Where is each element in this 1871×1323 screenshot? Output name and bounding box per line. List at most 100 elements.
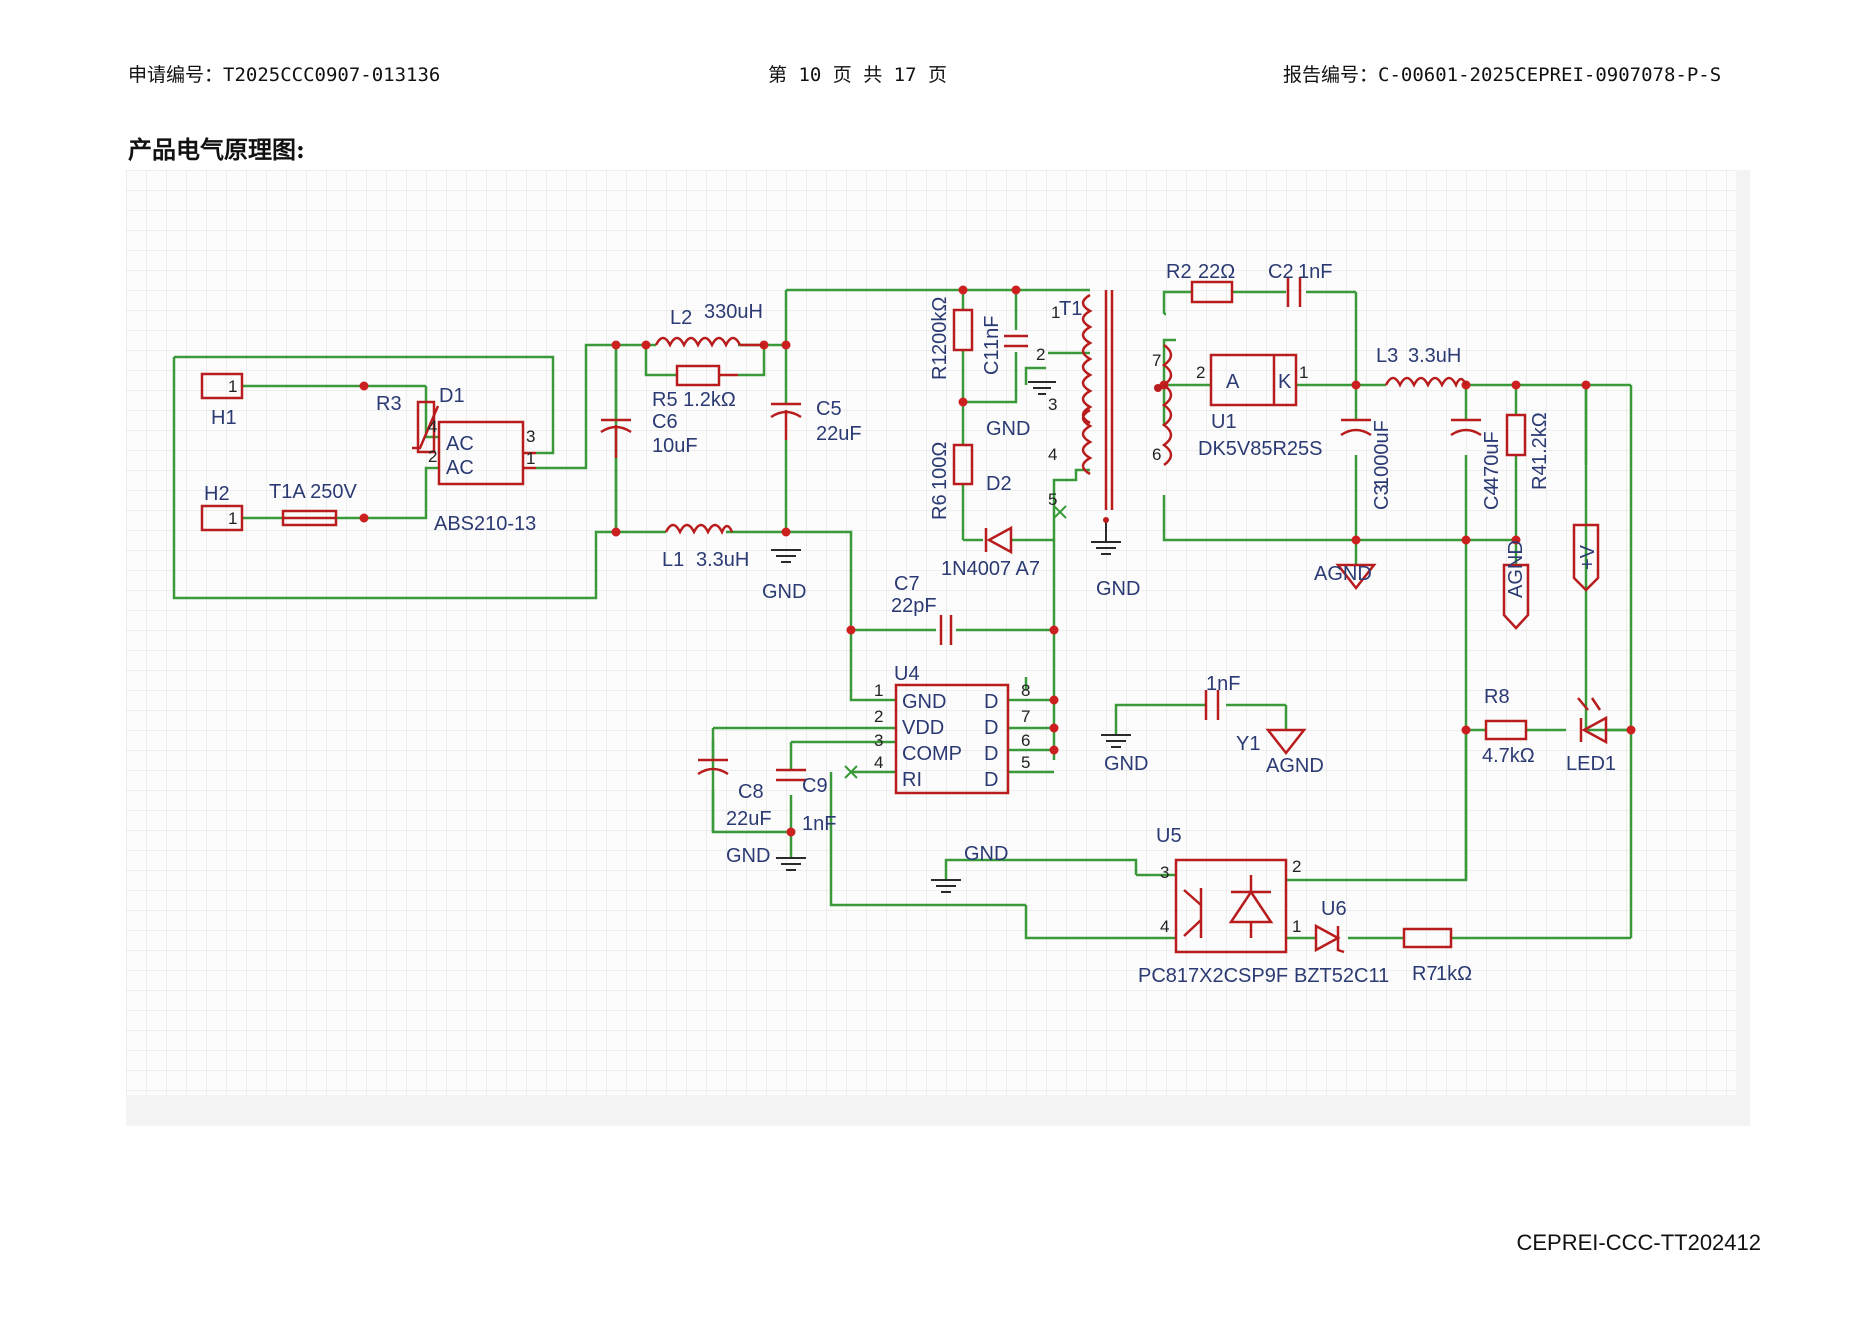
resistor-r6: [952, 443, 974, 486]
diode-d2: [984, 525, 1013, 555]
r8-label: R8: [1484, 686, 1510, 708]
pin-number: 3: [1048, 395, 1057, 414]
u5-part-label: PC817X2CSP9F: [1138, 965, 1288, 987]
r2-label: R2: [1166, 261, 1192, 283]
r3-label: R3: [376, 393, 402, 415]
r1-value: 200kΩ: [929, 297, 951, 355]
vplus-port-label: +V: [1577, 544, 1599, 570]
pin-number: 4: [1160, 917, 1169, 936]
l3-label: L3: [1376, 345, 1398, 367]
bridge-part-label: ABS210-13: [434, 513, 536, 535]
l1-label: L1: [662, 549, 684, 571]
pin-number: 2: [874, 707, 883, 726]
footer-code: CEPREI-CCC-TT202412: [1516, 1230, 1761, 1255]
r7-value: 1kΩ: [1436, 963, 1472, 985]
c3-value: 1000uF: [1371, 420, 1393, 488]
c1-label: C1: [981, 349, 1003, 375]
l1-value: 3.3uH: [696, 549, 749, 571]
l2-value: 330uH: [704, 301, 763, 323]
agnd-label-1: AGND: [1314, 563, 1372, 585]
d2-part-label: 1N4007 A7: [941, 558, 1040, 580]
varistor-r3: [412, 400, 440, 454]
r5-label: R5 1.2kΩ: [652, 389, 736, 411]
u1-k-label: K: [1278, 371, 1292, 393]
c6-value: 10uF: [652, 435, 698, 457]
c9-value: 1nF: [802, 813, 836, 835]
report-number: 报告编号：C-00601-2025CEPREI-0907078-P-S: [1283, 64, 1722, 86]
l2-label: L2: [670, 307, 692, 329]
u1-a-label: A: [1226, 371, 1240, 393]
capacitor-c4: [1450, 418, 1482, 437]
pin-number: 4: [874, 753, 883, 772]
u4-pin-d5: D: [984, 769, 998, 791]
c8-label: C8: [738, 781, 764, 803]
c4-value: 470uF: [1481, 431, 1503, 488]
ic-u4: [894, 683, 1010, 795]
agnd-port-label: AGND: [1505, 540, 1527, 598]
inductor-l1: [664, 523, 734, 535]
ground-symbols: [771, 381, 1131, 893]
d2-label: D2: [986, 473, 1012, 495]
gnd-label-3: GND: [1096, 578, 1140, 600]
c7-label: C7: [894, 573, 920, 595]
schematic-panel: H1 H2 R3 D1 T1A 250V ABS210-13 AC AC L2 …: [126, 170, 1750, 1126]
pin-number: 1: [228, 377, 237, 396]
pin-number: 1: [228, 509, 237, 528]
pin-number: 2: [428, 447, 437, 466]
gnd-label-1: GND: [762, 581, 806, 603]
u4-label: U4: [894, 663, 920, 685]
gnd-label-5: GND: [964, 843, 1008, 865]
l3-value: 3.3uH: [1408, 345, 1461, 367]
pin-number: 6: [1152, 445, 1161, 464]
capacitor-c8: [697, 758, 729, 776]
pin-number: 4: [1048, 445, 1057, 464]
u4-pin-ri: RI: [902, 769, 922, 791]
u1-label: U1: [1211, 411, 1237, 433]
t1-label: T1: [1059, 298, 1082, 320]
pin-number: 5: [1021, 753, 1030, 772]
circuit-schematic: H1 H2 R3 D1 T1A 250V ABS210-13 AC AC L2 …: [126, 170, 1736, 1095]
capacitor-c3: [1340, 418, 1372, 437]
agnd-port: [1502, 563, 1530, 630]
section-title: 产品电气原理图:: [128, 135, 305, 164]
r6-value: 100Ω: [929, 442, 951, 490]
zener-u6: [1314, 923, 1345, 954]
bridge-ac2-label: AC: [446, 457, 474, 479]
capacitor-c5: [770, 402, 802, 440]
resistor-r8: [1484, 719, 1528, 741]
no-connect-marks: [844, 505, 1067, 779]
pin-number: 3: [1160, 863, 1169, 882]
h2-label: H2: [204, 483, 230, 505]
pin-number: 1: [1051, 303, 1060, 322]
pin-number: 7: [1021, 707, 1030, 726]
r1-label: R1: [929, 354, 951, 380]
u4-pin-d7: D: [984, 717, 998, 739]
pin-number: 4: [428, 417, 437, 436]
pin-number: 5: [1048, 490, 1057, 509]
u4-pin-gnd: GND: [902, 691, 946, 713]
optocoupler-u5: [1174, 858, 1288, 954]
transformer-t1: [1081, 290, 1173, 510]
c6-label: C6: [652, 411, 678, 433]
r8-value: 4.7kΩ: [1482, 745, 1535, 767]
capacitor-c1: [1004, 334, 1028, 348]
c4-label: C4: [1481, 484, 1503, 510]
inductor-l2: [654, 336, 742, 348]
r6-label: R6: [929, 494, 951, 520]
pin-number: 1: [874, 681, 883, 700]
u4-pin-d8: D: [984, 691, 998, 713]
fuse-label: T1A 250V: [269, 481, 358, 503]
pin-number: 2: [1292, 857, 1301, 876]
resistor-r2: [1190, 280, 1234, 304]
capacitor-c9: [776, 768, 806, 782]
pin-number: 6: [1021, 731, 1030, 750]
resistor-r4: [1505, 413, 1527, 457]
y1-label: Y1: [1236, 733, 1260, 755]
gnd-label-2: GND: [986, 418, 1030, 440]
pin-number: 8: [1021, 681, 1030, 700]
c2-value: 1nF: [1298, 261, 1332, 283]
led-led1: [1577, 697, 1608, 745]
c5-label: C5: [816, 398, 842, 420]
agnd-symbol: [1335, 563, 1377, 591]
capacitor-y1: [1204, 690, 1220, 720]
